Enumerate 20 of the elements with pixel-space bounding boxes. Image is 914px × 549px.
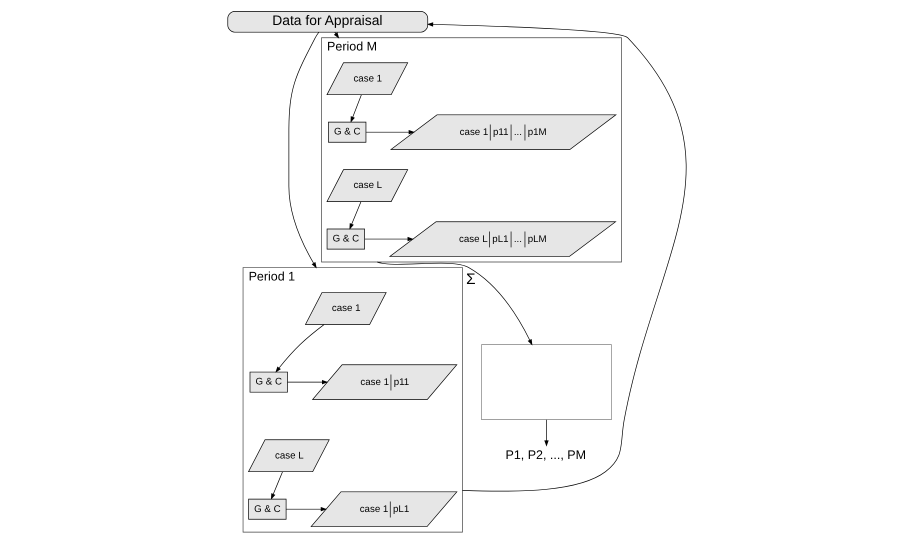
node-box: G & C (328, 122, 366, 143)
arrow (350, 94, 362, 123)
node-text: P1, P2, ..., PM (506, 448, 586, 462)
arrow (288, 32, 320, 268)
node-box: G & C (250, 372, 288, 393)
arrow (366, 130, 415, 134)
arrow (287, 380, 328, 384)
node-box: G & C (326, 228, 365, 250)
node-box: G & C (248, 498, 286, 520)
node-box (481, 344, 612, 420)
arrow (376, 262, 532, 346)
arrow (364, 236, 414, 242)
arrow (286, 507, 328, 512)
edge-label: Σ (466, 271, 476, 288)
arrow (334, 32, 340, 39)
arrow (275, 324, 324, 373)
arrow (270, 471, 283, 500)
arrow (426, 22, 686, 492)
arrow (349, 201, 362, 230)
arrow (544, 419, 549, 447)
